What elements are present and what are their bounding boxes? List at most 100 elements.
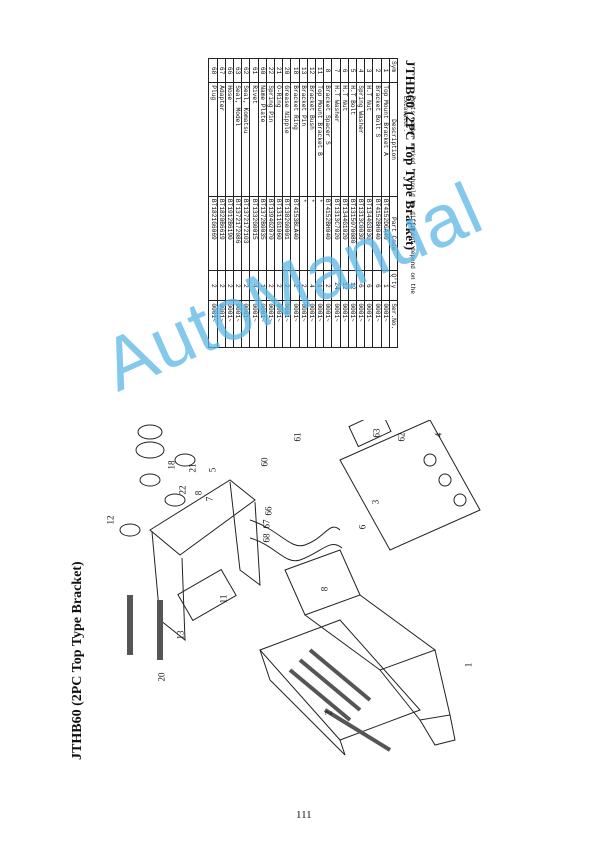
callout-18: 18 [166, 460, 177, 470]
table-cell: H.T Nut [340, 82, 349, 197]
table-cell: BT1820B6619 [217, 196, 226, 271]
table-cell: Bracket Pin [299, 82, 308, 197]
table-cell: 3 [364, 58, 373, 83]
table-cell: 67 [217, 58, 226, 83]
table-cell: 0001~ [348, 300, 357, 348]
nut-2 [438, 473, 452, 487]
table-cell: H.T Nut [364, 82, 373, 197]
column-header: Description [389, 82, 398, 197]
ring-2 [137, 424, 163, 440]
breaker-top [284, 549, 361, 616]
table-cell: O-Ring [274, 82, 283, 197]
table-cell: 66 [225, 58, 234, 83]
table-cell: BT1821G6069 [208, 196, 218, 271]
callout-63: 63 [371, 428, 382, 438]
table-cell: Grease Nipple [282, 82, 291, 197]
table-cell: Seal, Komatsu [241, 82, 250, 197]
bush-1 [119, 523, 141, 537]
table-cell: Adapter [217, 82, 226, 197]
bolt-3 [308, 648, 372, 702]
table-cell: 8 [323, 58, 332, 83]
callout-6: 6 [357, 524, 368, 530]
chisel [419, 714, 456, 746]
callout-13: 13 [175, 630, 186, 640]
table-cell: Hose [225, 82, 234, 197]
bracket-b-side [151, 531, 186, 642]
callout-2: 2 [323, 710, 334, 716]
bracket-a-plate [259, 619, 421, 741]
callout-8b: 8 [319, 586, 330, 592]
nut-3 [453, 493, 467, 507]
table-cell: 12 [307, 58, 316, 83]
page-number: 111 [296, 809, 312, 821]
table-cell: Spring Washer [356, 82, 365, 197]
table-cell: 22 [266, 58, 275, 83]
callout-60: 60 [259, 457, 270, 467]
callout-62: 62 [396, 432, 407, 442]
side-plate [339, 420, 481, 551]
bracket-a-side [259, 649, 346, 756]
table-cell: 0001~ [356, 300, 365, 348]
table-cell: Seal, Model [233, 82, 242, 197]
callout-21: 21 [187, 463, 198, 473]
table-cell: Bracket Ring [290, 82, 300, 197]
callout-8: 8 [193, 490, 204, 496]
table-cell: 6 [340, 58, 349, 83]
hose-2 [249, 537, 343, 562]
table-cell: H.T Bolt [348, 82, 357, 197]
callout-4: 4 [433, 432, 444, 438]
table-cell: 60 [258, 58, 267, 83]
callout-7: 7 [204, 496, 215, 502]
bracket-b-window [177, 568, 237, 622]
breaker-lower [379, 649, 451, 721]
callout-3: 3 [370, 499, 381, 505]
callout-67: 67 [261, 519, 272, 529]
name-plate [348, 420, 392, 448]
table-cell: Plug [208, 82, 218, 197]
bush-3 [139, 473, 161, 487]
bracket-b-side-2 [229, 481, 261, 587]
table-cell: Bracket Bolt S [372, 82, 382, 197]
breaker-body [304, 594, 437, 671]
bolt-4 [323, 708, 392, 752]
exploded-diagram [119, 420, 481, 756]
table-cell: 11 [315, 58, 324, 83]
table-cell: Top Mount Bracket A [381, 82, 390, 197]
table-cell: 1 [381, 58, 390, 83]
column-header: Ser.No. [389, 300, 398, 348]
callout-12: 12 [105, 515, 116, 525]
table-cell: 21 [274, 58, 283, 83]
table-cell: 5 [348, 58, 357, 83]
bolt-2 [298, 658, 362, 712]
table-cell: Bracket Bush [307, 82, 316, 197]
table-cell: BT1372172086 [233, 196, 242, 271]
callout-1: 1 [463, 662, 474, 668]
table-cell: Bracket Spacer S [323, 82, 332, 197]
table-cell: 20 [282, 58, 291, 83]
callout-68: 68 [261, 533, 272, 543]
table-cell: 61 [249, 58, 259, 83]
table-cell: 63 [233, 58, 242, 83]
table-cell: BT1912B6190 [225, 196, 234, 271]
bush-2 [164, 493, 186, 507]
table-cell: H.T Washer [331, 82, 341, 197]
table-cell: Rivet [249, 82, 259, 197]
callout-61: 61 [292, 432, 303, 442]
callout-66: 66 [263, 506, 274, 516]
table-cell: Name Plate [258, 82, 267, 197]
table-cell: Top Mount Bracket B [315, 82, 324, 197]
table-cell: 4 [356, 58, 365, 83]
hose-1 [249, 519, 341, 547]
table-cell: 7 [331, 58, 341, 83]
diagram-title: JTHB60 (2PC Top Type Bracket) [70, 561, 85, 760]
table-cell: 0001~ [372, 300, 382, 348]
table-cell: 18 [290, 58, 300, 83]
callout-20: 20 [156, 672, 167, 682]
table-cell: 62 [241, 58, 250, 83]
callout-5: 5 [207, 467, 218, 473]
table-cell: Spring Pin [266, 82, 275, 197]
table-cell: 2 [372, 58, 382, 83]
bracket-b-plate [149, 479, 256, 556]
